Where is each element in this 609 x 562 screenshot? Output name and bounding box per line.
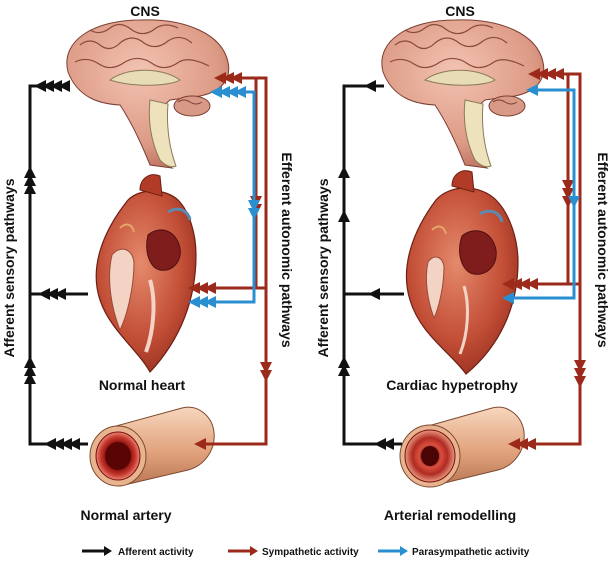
parasympathetic-pathway-right [506, 88, 576, 300]
legend-parasympathetic-label: Parasympathetic activity [412, 547, 530, 558]
normal-artery-illustration [89, 406, 215, 487]
afferent-pathways-label: Afferent sensory pathways [1, 178, 17, 357]
left-panel: CNS Normal heart [1, 3, 295, 523]
heart-caption: Normal heart [99, 377, 186, 393]
efferent-pathways-label: Efferent autonomic pathways [279, 152, 295, 347]
legend-afferent: Afferent activity [82, 546, 194, 558]
legend-afferent-label: Afferent activity [118, 547, 194, 558]
remodelled-artery-illustration [399, 406, 525, 488]
parasympathetic-arrowheads-right [502, 84, 580, 304]
legend-sympathetic: Sympathetic activity [228, 546, 359, 558]
sympathetic-arrowheads-right [502, 68, 586, 450]
brain-illustration [381, 19, 545, 169]
cns-label: CNS [130, 3, 160, 19]
parasympathetic-pathway-left [192, 90, 256, 304]
hypertrophic-heart-illustration [405, 170, 519, 375]
cns-label: CNS [445, 3, 475, 19]
heart-caption: Cardiac hypetrophy [386, 377, 518, 393]
afferent-arrowheads-right [338, 80, 394, 450]
sympathetic-arrowheads-left [188, 72, 272, 450]
artery-caption: Arterial remodelling [384, 507, 516, 523]
right-panel: CNS Cardiac hypetrophy [315, 3, 609, 523]
afferent-pathway-left [28, 84, 88, 446]
normal-heart-illustration [95, 174, 197, 374]
legend-sympathetic-label: Sympathetic activity [262, 547, 359, 558]
legend: Afferent activity Sympathetic activity P… [82, 546, 530, 558]
afferent-arrowheads-left [24, 80, 80, 450]
parasympathetic-arrowheads-left [188, 86, 260, 308]
brain-illustration [66, 19, 230, 169]
afferent-pathways-label: Afferent sensory pathways [315, 178, 331, 357]
legend-parasympathetic: Parasympathetic activity [378, 546, 530, 558]
efferent-pathways-label: Efferent autonomic pathways [595, 152, 609, 347]
artery-caption: Normal artery [80, 507, 171, 523]
